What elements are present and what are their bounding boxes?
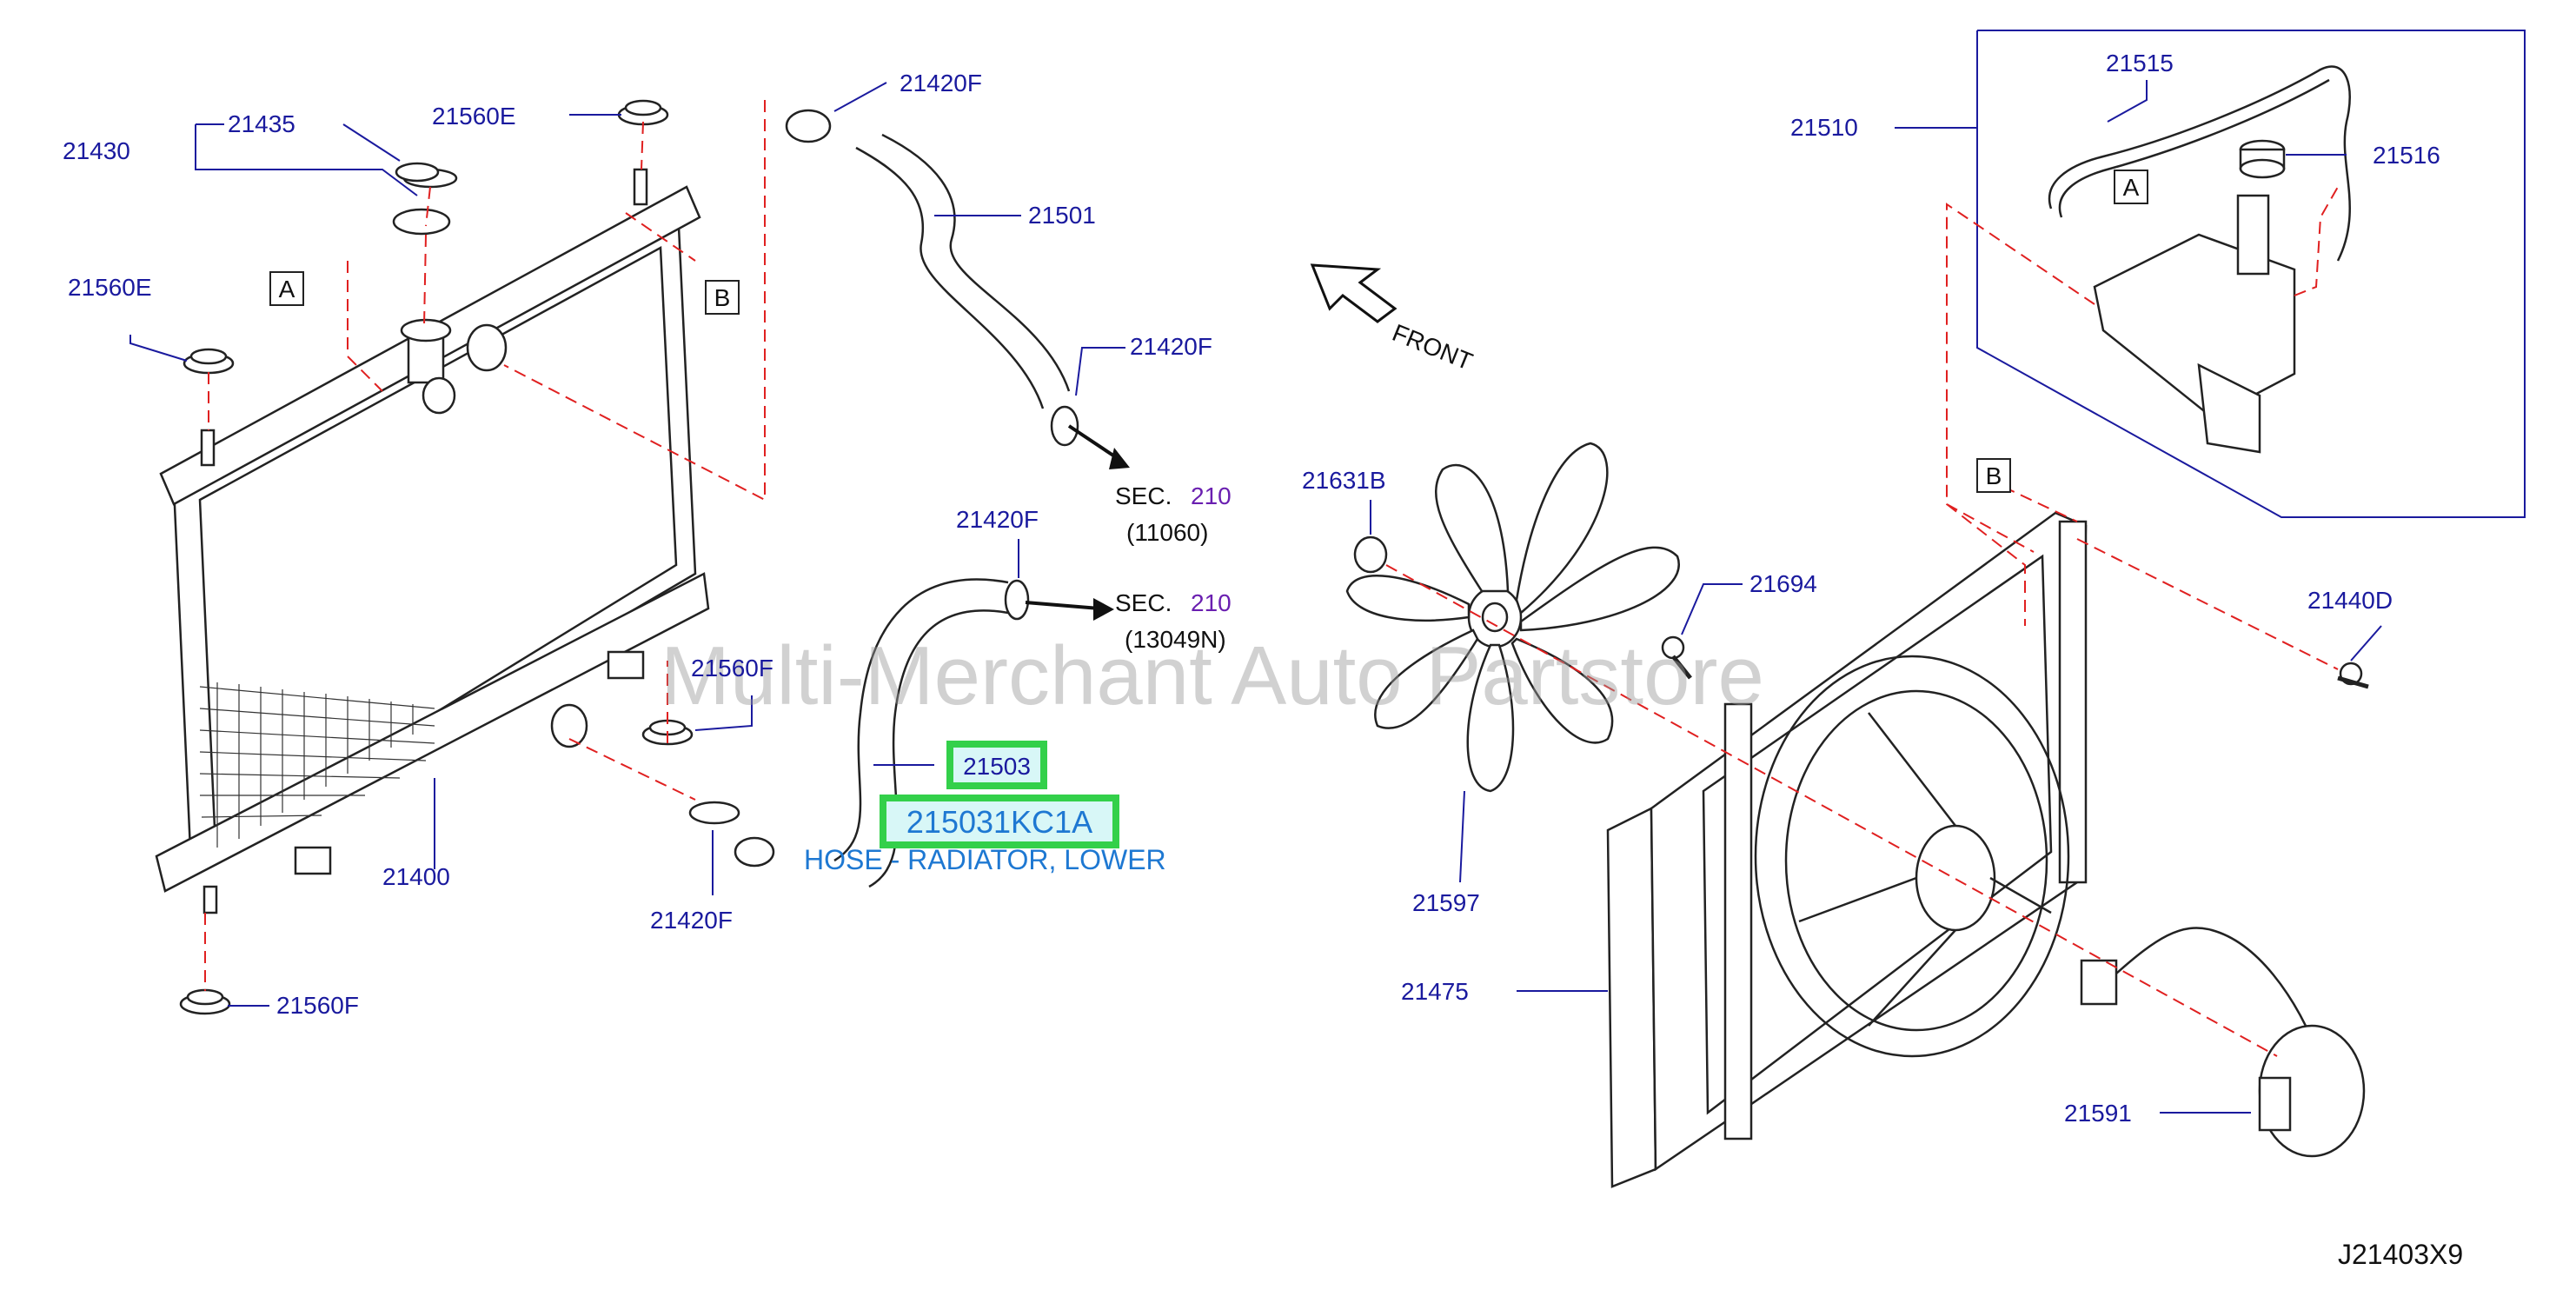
- callout-labels: 21430 21435 21560E 21560E 21420F 21501 2…: [63, 50, 2440, 1127]
- lower-hose-drawing: [688, 578, 1030, 888]
- watermark-text: Multi-Merchant Auto Partstore: [661, 629, 1764, 722]
- callout-21694[interactable]: 21694: [1749, 570, 1817, 597]
- section-ref-13049n: SEC. 210 (13049N): [1115, 589, 1232, 653]
- callout-21560e-left[interactable]: 21560E: [68, 274, 152, 301]
- callout-21597[interactable]: 21597: [1412, 889, 1480, 916]
- callout-21501[interactable]: 21501: [1028, 202, 1096, 229]
- highlight-part-number[interactable]: 215031KC1A: [880, 795, 1119, 848]
- front-label: FRONT: [1389, 319, 1477, 376]
- leader-lines-right: [1370, 80, 2382, 1114]
- front-arrow: [1310, 263, 1398, 323]
- callout-21560e-top[interactable]: 21560E: [432, 103, 516, 130]
- leader-lines-left: [129, 82, 1125, 1007]
- radiator-drawing: [155, 168, 710, 914]
- ref-box-a-right: A: [2114, 170, 2148, 204]
- callout-21440d[interactable]: 21440D: [2307, 587, 2393, 614]
- callout-21420f-upper-right[interactable]: 21420F: [1130, 333, 1212, 360]
- highlight-part-21503[interactable]: 21503: [946, 741, 1047, 789]
- dashed-guides-right: [1385, 186, 2339, 1057]
- callout-21516[interactable]: 21516: [2373, 142, 2440, 169]
- callout-21515[interactable]: 21515: [2106, 50, 2174, 76]
- diagram-code: J21403X9: [2338, 1239, 2463, 1270]
- callout-21420f-top[interactable]: 21420F: [900, 70, 982, 96]
- svg-text:B: B: [714, 284, 731, 311]
- section-arrows: [1025, 424, 1130, 621]
- callout-21420f-bottom[interactable]: 21420F: [650, 907, 733, 934]
- svg-text:B: B: [1986, 462, 2002, 489]
- ref-box-b-left: B: [705, 280, 740, 315]
- callout-21475[interactable]: 21475: [1401, 978, 1469, 1005]
- shroud-drawing: [1606, 511, 2366, 1188]
- callout-21435[interactable]: 21435: [228, 110, 295, 137]
- callout-21560f-mid[interactable]: 21560F: [691, 655, 773, 682]
- part-description: HOSE - RADIATOR, LOWER: [804, 844, 1166, 875]
- callout-21510[interactable]: 21510: [1790, 114, 1858, 141]
- callout-21560f-bottom[interactable]: 21560F: [276, 992, 359, 1019]
- upper-hose-drawing: [785, 109, 1079, 447]
- part-number-label[interactable]: 215031KC1A: [906, 804, 1092, 840]
- svg-text:SEC.: SEC.: [1115, 482, 1172, 509]
- callout-21420f-mid[interactable]: 21420F: [956, 506, 1039, 533]
- section-ref-11060: SEC. 210 (11060): [1115, 482, 1232, 546]
- callout-21631b[interactable]: 21631B: [1302, 467, 1386, 494]
- svg-text:A: A: [279, 276, 295, 303]
- svg-text:210: 210: [1191, 589, 1232, 616]
- svg-text:(13049N): (13049N): [1125, 626, 1226, 653]
- mount-rubber-parts: [179, 99, 694, 1015]
- svg-text:A: A: [2123, 174, 2140, 201]
- callout-21430[interactable]: 21430: [63, 137, 130, 164]
- svg-text:SEC.: SEC.: [1115, 589, 1172, 616]
- bolt-parts: [1661, 635, 2369, 689]
- fan-drawing: [1345, 442, 1680, 793]
- callout-21591[interactable]: 21591: [2064, 1100, 2132, 1127]
- reservoir-drawing: [1976, 30, 2526, 518]
- svg-text:(11060): (11060): [1126, 519, 1208, 546]
- svg-text:210: 210: [1191, 482, 1232, 509]
- callout-21400[interactable]: 21400: [382, 863, 450, 890]
- dashed-guides-left: [204, 100, 766, 991]
- ref-box-b-right: B: [1976, 458, 2011, 493]
- ref-box-a-left: A: [269, 271, 304, 306]
- callout-21503[interactable]: 21503: [963, 753, 1031, 780]
